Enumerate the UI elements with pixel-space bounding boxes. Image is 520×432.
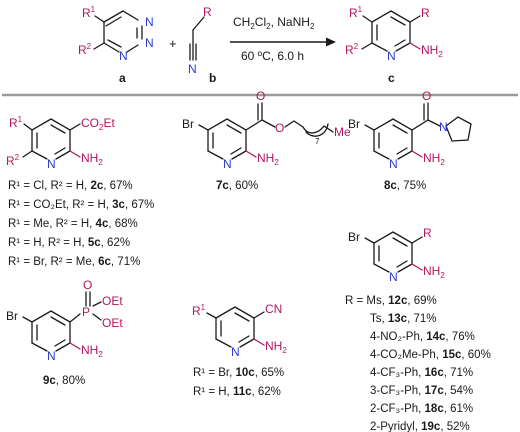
atom-p: P [82, 305, 90, 319]
atom-o: O [422, 89, 431, 103]
list-2c-6c: R¹ = Cl, R² = H, 2c, 67% R¹ = CO₂Et, R² … [8, 180, 154, 268]
nh2-label: NH2 [423, 264, 445, 280]
list-item: R¹ = Br, 10c, 65% [193, 367, 284, 379]
reactant-a-structure: N N N R1 R2 [78, 5, 154, 63]
list-item: R¹ = H, R² = H, 5c, 62% [8, 237, 130, 249]
r2-label: R2 [6, 153, 20, 168]
structure-8c: O N Br N NH2 [348, 89, 472, 171]
r1-label: R1 [349, 5, 363, 20]
atom-n: N [145, 36, 154, 50]
atom-o: O [275, 121, 284, 135]
r1-label: R1 [9, 115, 23, 130]
plus-sign: + [169, 36, 177, 51]
co2et-label: CO2Et [81, 116, 115, 132]
r-label: R [423, 226, 432, 240]
atom-o: O [256, 89, 265, 103]
list-item: Ts, 13c, 71% [370, 313, 437, 325]
list-item: 3-CF₃-Ph, 17c, 54% [370, 385, 473, 397]
list-item: R¹ = CO₂Et, R² = H, 3c, 67% [8, 199, 154, 211]
list-item: R = Ms, 12c, 69% [345, 295, 437, 307]
structure-9c: O P OEt OEt Br N NH2 [6, 278, 123, 363]
list-item: 4-CO₂Me-Ph, 15c, 60% [370, 349, 491, 361]
oet-label: OEt [102, 294, 123, 308]
structure-10c-11c: R1 CN N NH2 [192, 302, 287, 359]
nh2-label: NH2 [257, 151, 279, 167]
caption-9c: 9c, 80% [43, 375, 85, 387]
atom-n: N [188, 62, 197, 76]
atom-n: N [439, 120, 448, 134]
list-item: R¹ = H, 11c, 62% [193, 386, 281, 398]
structure-2c-6c: R1 R2 CO2Et N NH2 [6, 115, 115, 171]
list-item: R¹ = Br, R² = Me, 6c, 71% [8, 256, 140, 268]
list-item: 4-CF₃-Ph, 16c, 71% [370, 367, 473, 379]
r1-label: R1 [82, 5, 96, 20]
compound-label-b: b [209, 71, 216, 85]
r-label: R [203, 5, 212, 19]
nh2-label: NH2 [81, 343, 103, 359]
compound-label-a: a [119, 71, 126, 85]
caption-7c: 7c, 60% [216, 180, 258, 192]
r2-label: R2 [345, 42, 359, 57]
methyl-label: Me [334, 125, 351, 139]
atom-n: N [223, 157, 232, 171]
list-item: 4-NO₂-Ph, 14c, 76% [370, 331, 475, 343]
nh2-label: NH2 [421, 43, 443, 59]
atom-n: N [119, 49, 128, 63]
structure-12c-19c: Br R N NH2 [348, 226, 445, 284]
r1-label: R1 [192, 303, 206, 318]
reagent-label: CH2Cl2, NaNH2 [233, 15, 315, 31]
atom-n: N [47, 157, 56, 171]
atom-n: N [145, 15, 154, 29]
bromo-label: Br [348, 117, 360, 131]
atom-n: N [47, 349, 56, 363]
cyano-label: CN [265, 302, 282, 316]
atom-n: N [387, 49, 396, 63]
caption-8c: 8c, 75% [384, 180, 426, 192]
list-item: 2-CF₃-Ph, 18c, 61% [370, 403, 473, 415]
structure-7c: O O 7 Me Br N NH2 [182, 89, 351, 171]
nh2-label: NH2 [81, 151, 103, 167]
list-item: 2-Pyridyl, 19c, 52% [370, 421, 470, 432]
oet-label: OEt [102, 316, 123, 330]
bromo-label: Br [6, 309, 18, 323]
product-c-structure: R1 R2 R N NH2 [345, 5, 443, 63]
nh2-label: NH2 [265, 339, 287, 355]
list-12c-19c: R = Ms, 12c, 69% Ts, 13c, 71% 4-NO₂-Ph, … [345, 295, 491, 432]
list-item: R¹ = Me, R² = H, 4c, 68% [8, 218, 138, 230]
reactant-b-structure: R N [188, 5, 212, 76]
chain-count: 7 [315, 137, 320, 146]
compound-label-c: c [388, 71, 395, 85]
list-item: R¹ = Cl, R² = H, 2c, 67% [8, 180, 133, 192]
list-10c-11c: R¹ = Br, 10c, 65% R¹ = H, 11c, 62% [193, 367, 284, 398]
atom-o: O [83, 278, 92, 292]
r-label: R [421, 6, 430, 20]
nh2-label: NH2 [423, 151, 445, 167]
atom-n: N [389, 270, 398, 284]
r2-label: R2 [78, 42, 92, 57]
atom-n: N [389, 157, 398, 171]
atom-n: N [231, 345, 240, 359]
bromo-label: Br [348, 230, 360, 244]
bromo-label: Br [182, 117, 194, 131]
condition-label: 60 ºC, 6.0 h [241, 49, 304, 63]
arrow-head-icon [326, 37, 336, 47]
